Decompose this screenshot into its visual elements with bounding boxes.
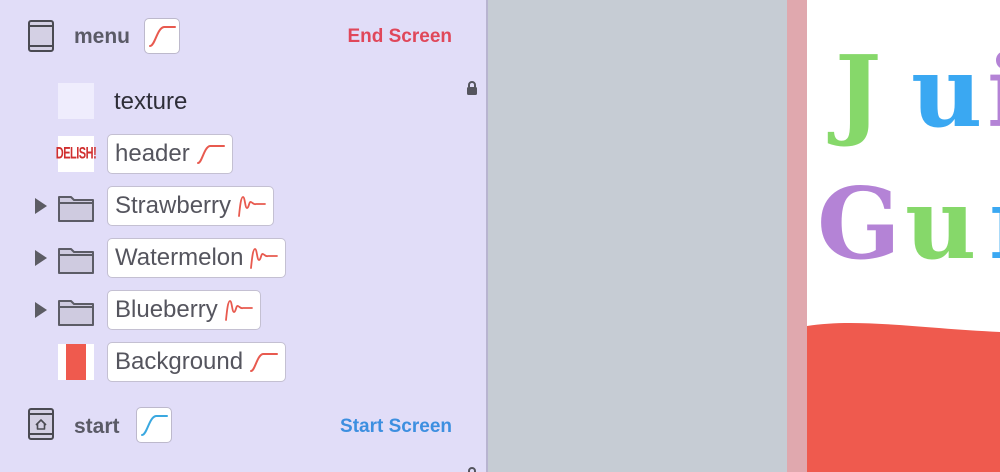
layer-row-strawberry[interactable]: Strawberry [0, 180, 486, 232]
layer-label-header: header [115, 140, 190, 167]
layer-label-blueberry: Blueberry [115, 296, 218, 323]
layer-label-strawberry: Strawberry [115, 192, 232, 219]
delish-logo: DELISH! [56, 136, 97, 172]
lock-icon[interactable] [466, 466, 478, 472]
layers-panel: menu End Screen texture DELISH! header [0, 0, 486, 472]
preview-red-band [807, 322, 1000, 472]
layer-chip-header[interactable]: header [107, 134, 233, 174]
scene-row-menu[interactable]: menu End Screen [0, 10, 486, 62]
scene-label-menu: menu [74, 25, 131, 48]
layer-row-background[interactable]: Background [0, 336, 486, 388]
preview-letter: i [987, 35, 1000, 150]
panel-divider[interactable] [486, 0, 488, 472]
scene-label-start: start [74, 415, 120, 438]
ease-curve-icon [149, 26, 176, 47]
preview-letter: G [817, 167, 901, 282]
preview-letter: m [989, 167, 1000, 282]
scene-link-end-screen[interactable]: End Screen [347, 26, 452, 47]
scene-transition-curve-button[interactable] [144, 18, 180, 54]
canvas-gutter [488, 0, 787, 472]
preview-artwork: J u i G u m [807, 35, 1000, 472]
spring-curve-icon [250, 248, 279, 269]
spring-curve-icon [224, 300, 253, 321]
folder-icon [58, 248, 94, 274]
lock-icon[interactable] [466, 80, 478, 96]
scene-row-start[interactable]: start Start Screen [0, 400, 486, 452]
scene-link-start-screen[interactable]: Start Screen [340, 416, 452, 437]
layer-label-watermelon: Watermelon [115, 244, 244, 271]
folder-icon [58, 196, 94, 222]
ease-curve-icon [250, 353, 279, 372]
layer-chip-blueberry[interactable]: Blueberry [107, 290, 261, 330]
red-swatch [58, 344, 94, 380]
phone-icon [28, 20, 54, 52]
blank-swatch [58, 83, 94, 119]
layer-chip-background[interactable]: Background [107, 342, 287, 382]
layer-row-texture[interactable]: texture [0, 76, 486, 128]
preview-letter: u [911, 35, 982, 150]
disclosure-triangle-icon[interactable] [35, 250, 47, 266]
device-frame-edge [787, 0, 807, 472]
scene-transition-curve-button[interactable] [136, 407, 172, 443]
layer-row-blueberry[interactable]: Blueberry [0, 284, 486, 336]
spring-curve-icon [238, 196, 266, 217]
ease-curve-icon [141, 415, 168, 436]
home-phone-icon [28, 408, 54, 440]
preview-letter: u [905, 167, 976, 282]
layer-chip-strawberry[interactable]: Strawberry [107, 186, 275, 226]
disclosure-triangle-icon[interactable] [35, 302, 47, 318]
disclosure-triangle-icon[interactable] [35, 198, 47, 214]
ease-curve-icon [196, 145, 225, 164]
preview-canvas[interactable]: J u i G u m [807, 0, 1000, 472]
preview-letter: J [827, 35, 881, 150]
layer-label-texture: texture [114, 88, 188, 115]
folder-icon [58, 300, 94, 326]
layer-row-watermelon[interactable]: Watermelon [0, 232, 486, 284]
layer-label-background: Background [115, 348, 244, 375]
layer-row-header[interactable]: DELISH! header [0, 128, 486, 180]
layer-chip-watermelon[interactable]: Watermelon [107, 238, 287, 278]
